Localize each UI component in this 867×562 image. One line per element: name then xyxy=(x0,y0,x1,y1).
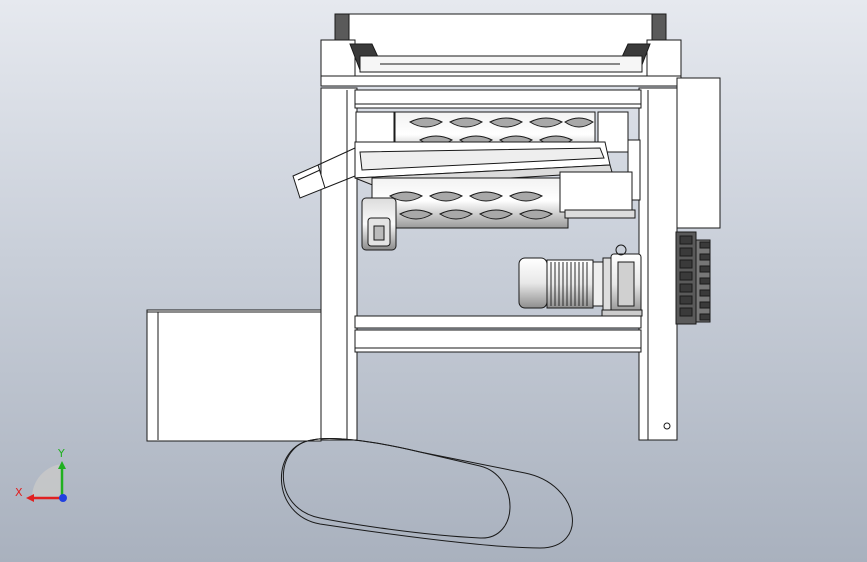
lower-drum xyxy=(371,171,636,229)
side-housing xyxy=(676,77,721,229)
main-frame xyxy=(320,87,678,441)
oval-trough xyxy=(280,438,573,549)
discharge-spout xyxy=(292,147,356,199)
collector-box xyxy=(146,309,322,442)
axis-x-label: X xyxy=(15,486,23,499)
axis-triad: X Y xyxy=(15,447,67,502)
frame-bolt-hole xyxy=(663,422,671,430)
drum-bearing xyxy=(361,197,397,251)
axis-y-label: Y xyxy=(57,447,65,460)
sprocket-drive xyxy=(675,231,711,325)
top-hopper xyxy=(320,13,682,87)
electric-motor xyxy=(518,244,643,317)
